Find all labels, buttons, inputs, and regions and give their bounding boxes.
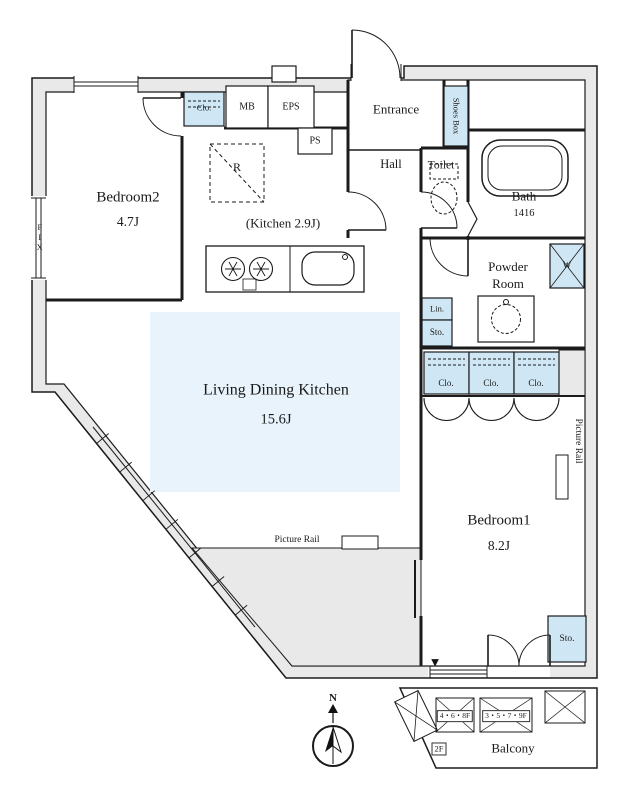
windows (30, 64, 550, 678)
fix-window-label: FIX (35, 223, 45, 253)
bedroom2-size-label: 4.7J (116, 214, 140, 230)
eps-label: EPS (282, 101, 300, 113)
balcony-label: Balcony (491, 740, 535, 756)
ldk-floor-highlight (150, 312, 400, 492)
refrigerator-label: R (232, 160, 242, 175)
powder-room-label: Powder Room (488, 259, 528, 291)
hall-label: Hall (380, 156, 402, 171)
eps-box (267, 85, 315, 129)
balcony-hatch-right (544, 690, 586, 724)
service-boxes (225, 65, 333, 155)
bath-label: Bath (511, 188, 537, 204)
shoes-box (443, 85, 469, 147)
refrigerator (209, 143, 265, 203)
closet2-box (468, 351, 515, 395)
kitchen-label: (Kitchen 2.9J) (245, 215, 321, 231)
kitchen-counter (205, 245, 365, 293)
closet-bedroom2-box (183, 91, 225, 127)
washbasin (477, 295, 535, 343)
mb-label: MB (239, 101, 255, 113)
ps-label: PS (309, 135, 321, 147)
storage-bedroom1-label: Sto. (559, 633, 575, 644)
balcony (394, 687, 598, 769)
balcony-floors-b-label: 3・5・7・9F (482, 710, 530, 722)
bedroom2-label: Bedroom2 (96, 189, 160, 206)
storage-details (188, 100, 585, 422)
bathtub (481, 139, 569, 197)
storage-powder-label: Sto. (429, 327, 445, 338)
linen-label: Lin. (430, 303, 444, 314)
closet2-label: Clo. (483, 378, 499, 389)
closet3-label: Clo. (528, 378, 544, 389)
door-arcs (142, 29, 551, 667)
toilet-fixture (429, 163, 459, 215)
fixtures (205, 139, 569, 550)
ldk-size-label: 15.6J (260, 411, 292, 428)
storage-bedroom1-box (547, 615, 587, 663)
stove (220, 256, 274, 291)
balcony-hatch-left (394, 689, 438, 743)
picture-rail-symbol-bedroom1 (555, 454, 569, 500)
section-marker: ▼ (428, 654, 442, 670)
bedroom1-size-label: 8.2J (487, 538, 511, 554)
bath-size-label: 1416 (513, 208, 535, 220)
balcony-floor-c-label: 2F (431, 742, 447, 756)
entrance-label: Entrance (372, 101, 420, 117)
balcony-unit-b (479, 697, 533, 733)
ps-box (297, 127, 333, 155)
bath-folding-door (467, 201, 478, 237)
closet-bedroom2-label: Clo. (196, 102, 212, 113)
compass-north-label: N (329, 691, 337, 704)
washer-label: W (562, 260, 572, 271)
closet1-label: Clo. (438, 378, 454, 389)
balcony-unit-a (435, 697, 475, 733)
compass-icon (312, 704, 354, 767)
north-arrow (328, 704, 338, 713)
kitchen-sink (301, 251, 355, 286)
picture-rail-ldk-label: Picture Rail (274, 534, 320, 545)
ldk-label: Living Dining Kitchen (203, 381, 349, 399)
toilet-label: Toilet (427, 159, 455, 172)
balcony-floors-a-label: 4・6・8F (436, 710, 474, 722)
shoes-box-label: Shoes Box (451, 97, 462, 135)
closet3-box (513, 351, 560, 395)
picture-rail-symbol-ldk (341, 535, 379, 550)
storage-powder-box (421, 319, 453, 347)
bedroom1-label: Bedroom1 (467, 512, 531, 529)
picture-rail-bedroom1-label: Picture Rail (573, 418, 584, 464)
